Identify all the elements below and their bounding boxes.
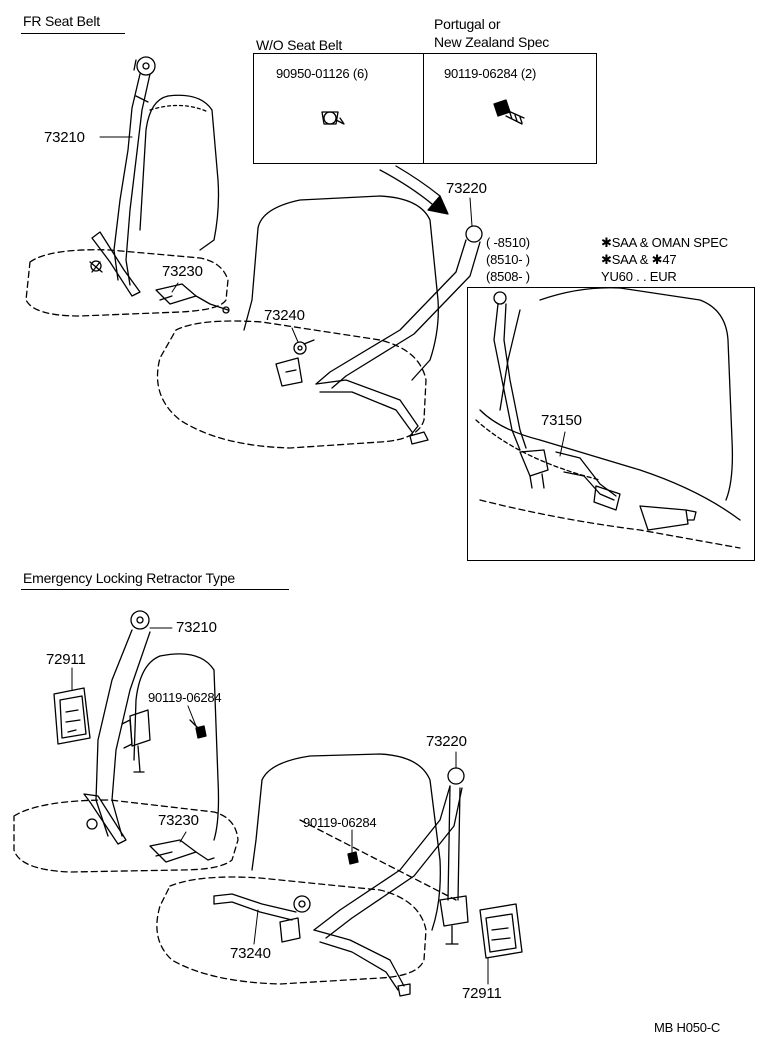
part-label-73220-top: 73220 — [446, 180, 487, 197]
part-label-72911-right: 72911 — [462, 985, 502, 1002]
part-label-73240-bottom: 73240 — [230, 945, 271, 962]
part-label-bolt-right: 90119-06284 — [303, 815, 377, 830]
applicability-note-1: ✱SAA & OMAN SPEC — [601, 235, 728, 250]
bottom-bolt-left — [189, 719, 207, 739]
top-belt-73210 — [89, 56, 156, 297]
detail-73150 — [475, 287, 741, 549]
detail-73150-box — [467, 287, 755, 561]
bottom-retractor-cover-72911-right — [479, 903, 523, 959]
bottom-belt-73210 — [83, 610, 151, 845]
fastener-inset-box — [253, 53, 597, 164]
portugal-title-line1: Portugal or — [434, 16, 501, 32]
section-header-elr-underline — [21, 589, 289, 590]
top-right-seat — [156, 195, 439, 449]
part-label-73230-bottom: 73230 — [158, 812, 199, 829]
top-belt-73220 — [315, 225, 483, 445]
applicability-note-3: YU60 . . EUR — [601, 269, 677, 284]
section-header-underline — [21, 33, 125, 34]
applicability-range-1: ( -8510) — [486, 235, 530, 250]
applicability-range-2: (8510- ) — [486, 252, 530, 267]
bottom-retractor-cover-72911-left — [53, 687, 91, 745]
top-left-seat — [25, 94, 229, 317]
bottom-left-seat — [13, 653, 239, 873]
top-buckle-73230 — [155, 283, 230, 314]
bottom-buckle-73230 — [149, 839, 215, 863]
bottom-right-seat — [156, 753, 457, 985]
part-label-73230-top: 73230 — [162, 263, 203, 280]
part-label-72911-left: 72911 — [46, 651, 86, 668]
applicability-note-2: ✱SAA & ✱47 — [601, 252, 677, 267]
bottom-buckle-73240 — [213, 893, 311, 943]
inset-arrow — [379, 165, 449, 215]
section-header-elr-type: Emergency Locking Retractor Type — [23, 570, 236, 586]
leader-lines — [71, 136, 566, 985]
inset-divider — [423, 53, 424, 164]
part-label-73240-top: 73240 — [264, 307, 305, 324]
part-label-73150: 73150 — [541, 412, 582, 429]
bottom-belt-73220 — [313, 767, 469, 997]
applicability-range-3: (8508- ) — [486, 269, 530, 284]
part-label-73210-bottom: 73210 — [176, 619, 217, 636]
part-number-90119-06284-inset: 90119-06284 (2) — [444, 66, 537, 81]
figure-code: MB H050-C — [654, 1020, 721, 1035]
bottom-bolt-right — [347, 851, 359, 865]
section-header-fr-seat-belt: FR Seat Belt — [23, 13, 100, 29]
top-buckle-73240 — [275, 339, 315, 387]
part-label-73220-bottom: 73220 — [426, 733, 467, 750]
inset-bolt-icon — [493, 99, 525, 125]
part-label-bolt-left: 90119-06284 — [148, 690, 222, 705]
inset-clip-icon — [321, 111, 345, 125]
part-label-73210-top: 73210 — [44, 129, 85, 146]
part-number-90950-01126: 90950-01126 (6) — [276, 66, 369, 81]
portugal-title-line2: New Zealand Spec — [434, 34, 550, 50]
wo-seat-belt-title: W/O Seat Belt — [256, 37, 343, 53]
